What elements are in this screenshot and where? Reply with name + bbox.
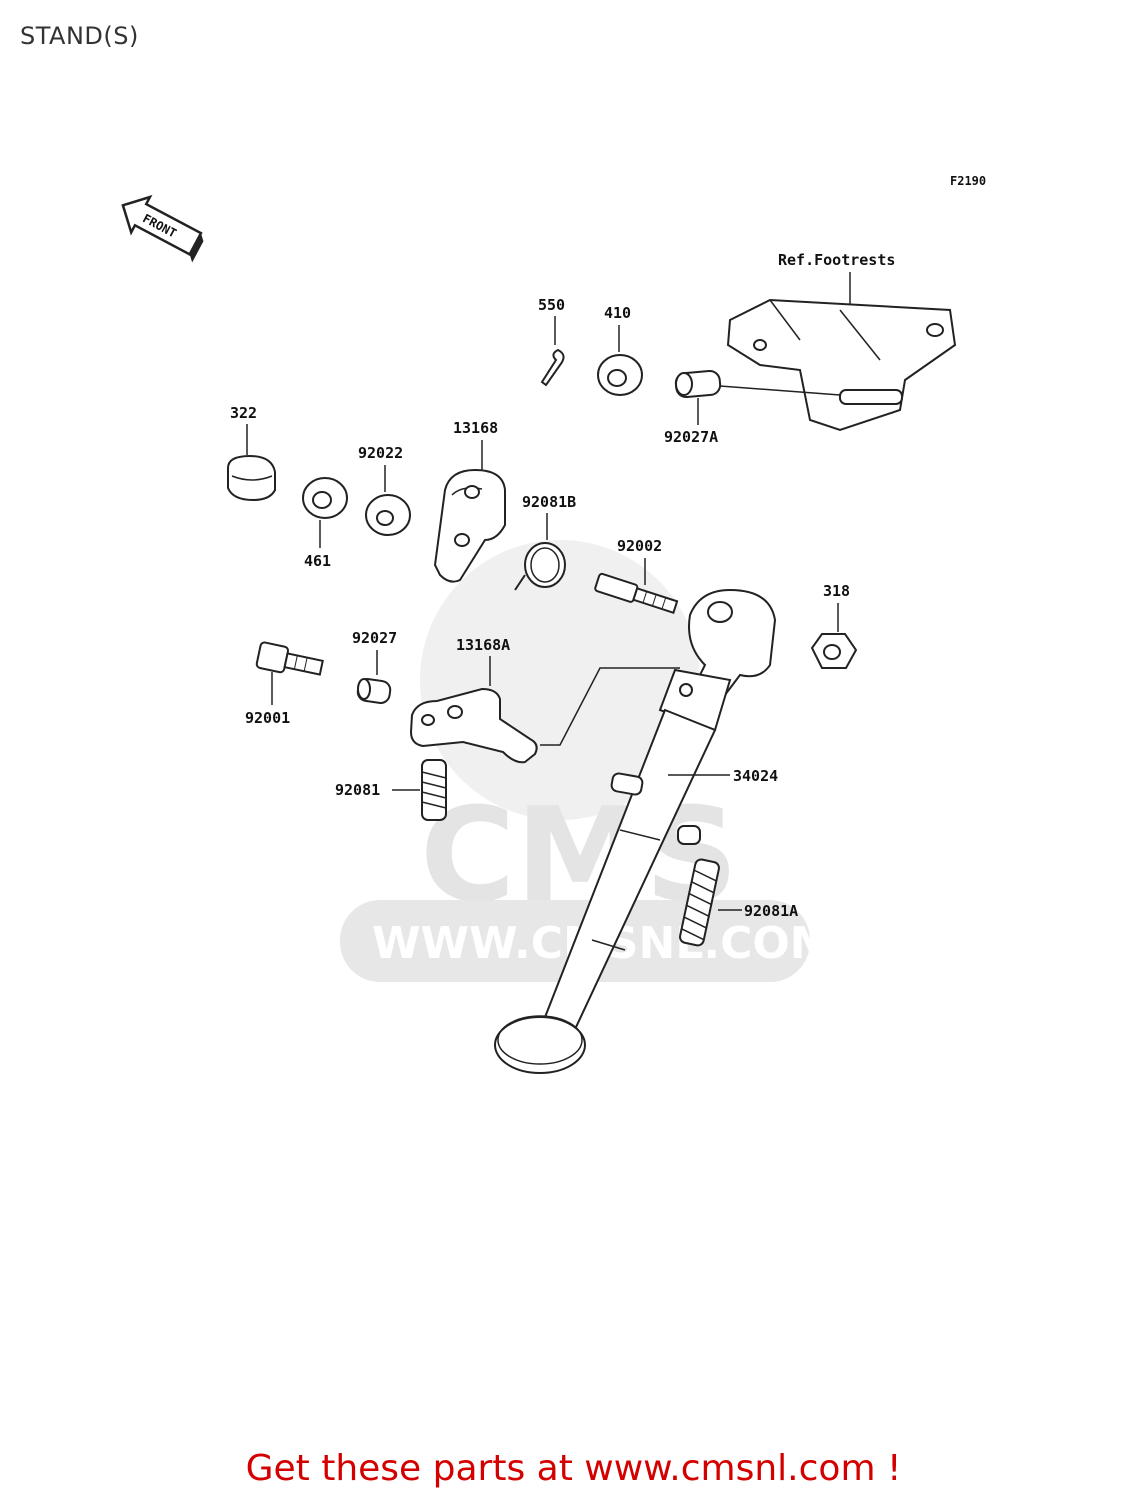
spring-92081: [421, 759, 447, 821]
cotter-pin: [540, 348, 565, 387]
label-34024: 34024: [733, 767, 778, 785]
label-322: 322: [230, 404, 257, 422]
label-92002: 92002: [617, 537, 662, 555]
label-318: 318: [823, 582, 850, 600]
label-92081: 92081: [335, 781, 380, 799]
footer-cta-link[interactable]: Get these parts at www.cmsnl.com !: [245, 1448, 902, 1489]
spring-92081B: [514, 542, 566, 591]
lever-13168A: [409, 687, 538, 764]
label-410: 410: [604, 304, 631, 322]
label-92022: 92022: [358, 444, 403, 462]
collar-92027A: [674, 369, 722, 399]
label-92027A: 92027A: [664, 428, 718, 446]
label-92001: 92001: [245, 709, 290, 727]
cap-nut-322: [227, 454, 276, 502]
lever-13168: [433, 468, 506, 583]
label-92027: 92027: [352, 629, 397, 647]
ref-footrests-label: Ref.Footrests: [778, 251, 895, 269]
side-stand-34024: [494, 588, 777, 1074]
label-13168A: 13168A: [456, 636, 510, 654]
spring-92081A: [679, 858, 720, 947]
footrest-bracket: [726, 298, 957, 432]
collar-92027: [356, 678, 392, 704]
label-461: 461: [304, 552, 331, 570]
label-92081B: 92081B: [522, 493, 576, 511]
stud-92002: [594, 572, 679, 614]
label-92081A: 92081A: [744, 902, 798, 920]
label-550: 550: [538, 296, 565, 314]
front-arrow-icon: FRONT: [121, 194, 204, 263]
label-13168: 13168: [453, 419, 498, 437]
bolt-92001: [255, 641, 324, 676]
page-title: STAND(S): [20, 22, 139, 50]
figure-code: F2190: [950, 174, 986, 188]
